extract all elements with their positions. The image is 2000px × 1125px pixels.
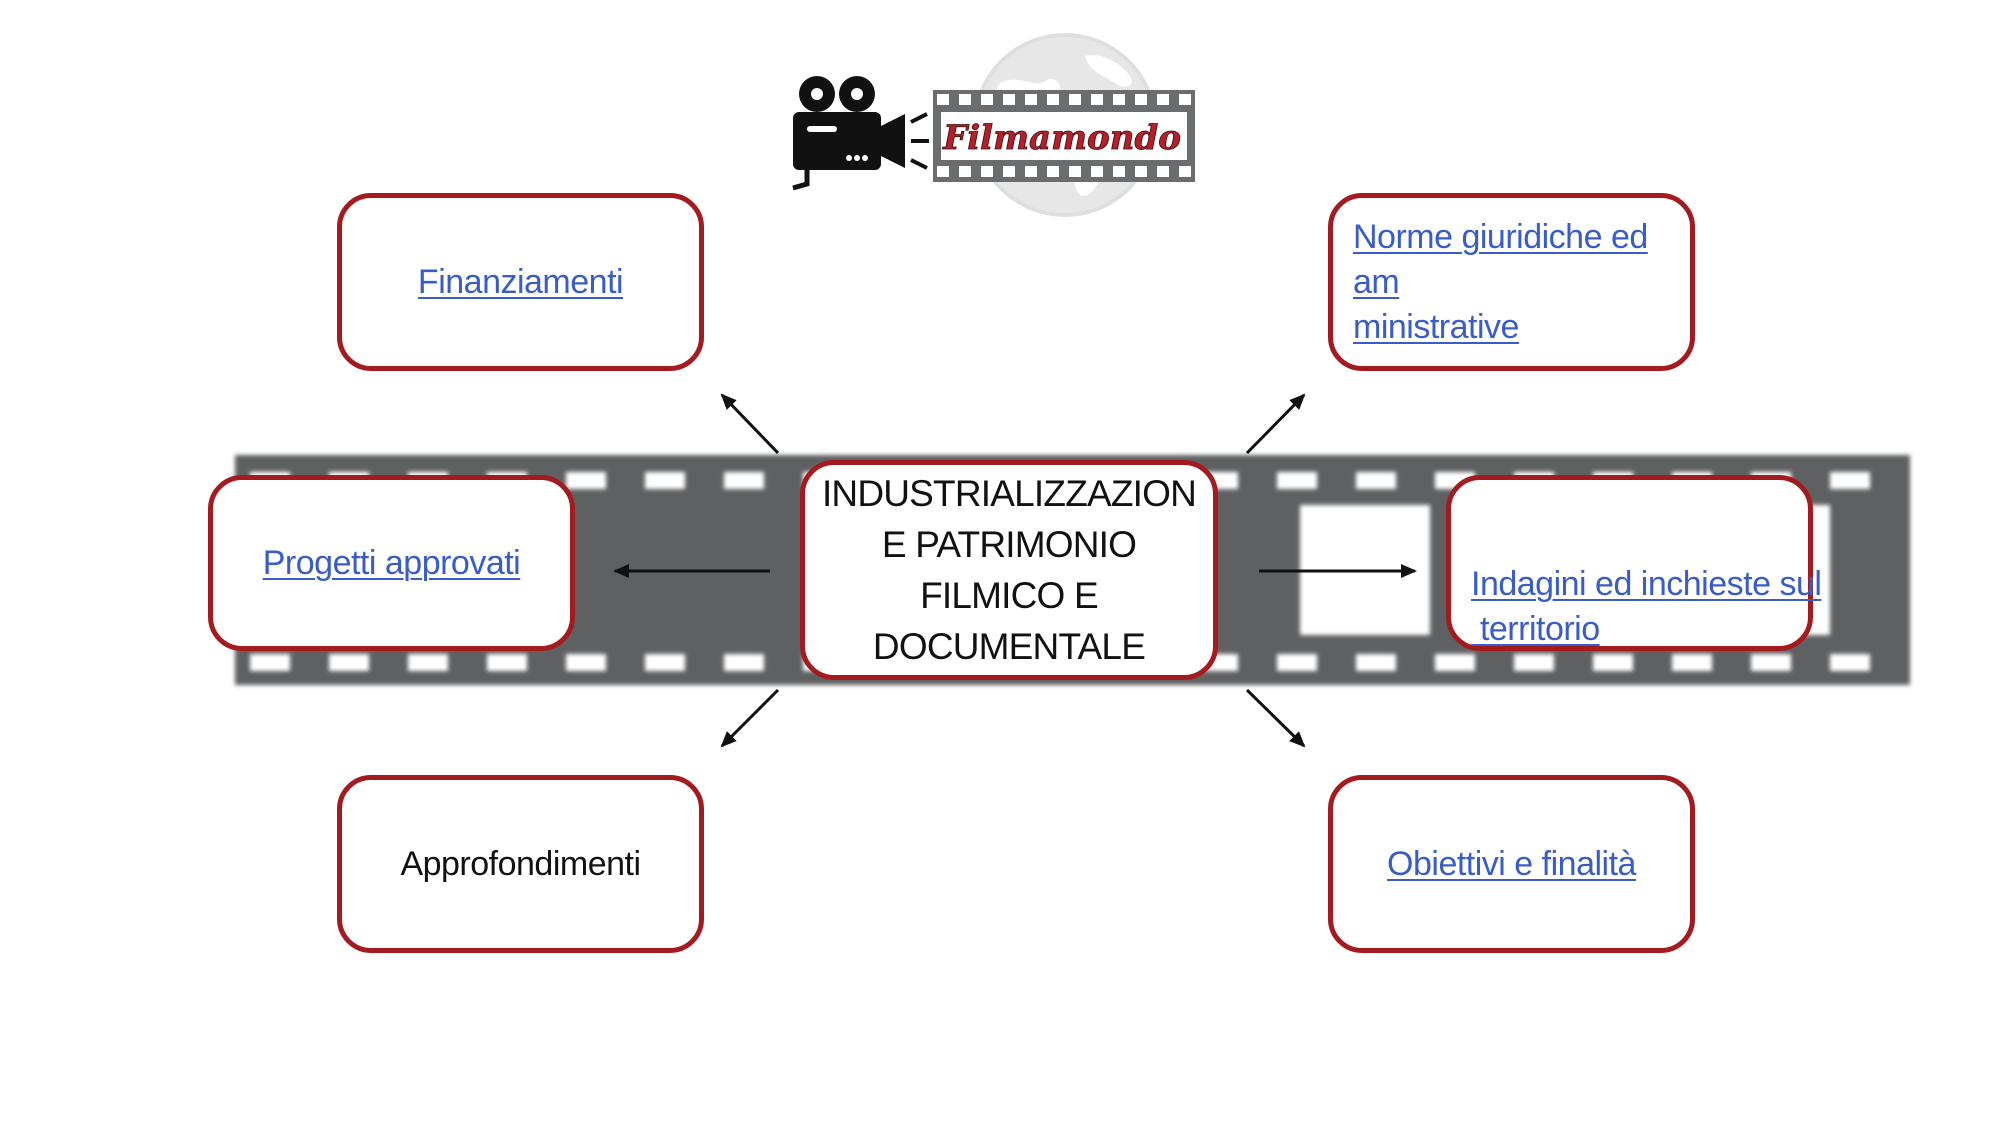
sprocket-hole [724, 654, 764, 671]
norme-line-1[interactable]: Norme giuridiche ed am [1353, 217, 1648, 301]
logo-sprocket-hole [1113, 166, 1125, 177]
logo-sprocket-hole [1003, 166, 1015, 177]
sprocket-hole [487, 654, 527, 671]
filmamondo-logo: Filmamondo [792, 33, 1195, 217]
obiettivi-finalita-link[interactable]: Obiettivi e finalità [1387, 844, 1636, 883]
logo-sprocket-hole [1135, 166, 1147, 177]
sprocket-hole [1751, 654, 1791, 671]
sprocket-hole [1830, 472, 1870, 489]
logo-sprocket-hole [1003, 94, 1015, 105]
arrow-to-finanziamenti [720, 393, 780, 455]
logo-sprocket-hole [937, 94, 949, 105]
arrow-to-approfondimenti [720, 688, 780, 748]
logo-sprocket-hole [981, 94, 993, 105]
sprocket-hole [1672, 654, 1712, 671]
sprocket-hole [250, 654, 290, 671]
indagini-inchieste-box: Indagini ed inchieste sul territorio [1446, 475, 1822, 652]
sprocket-hole [566, 472, 606, 489]
logo-sprocket-hole [1113, 94, 1125, 105]
logo-sprocket-hole [959, 94, 971, 105]
logo-wordmark: Filmamondo [942, 118, 1181, 158]
sprocket-hole [1277, 654, 1317, 671]
sprocket-hole [1356, 654, 1396, 671]
indagini-inchieste-link[interactable]: Indagini ed inchieste sul territorio [1471, 562, 1822, 652]
logo-sprocket-hole [1025, 94, 1037, 105]
movie-camera-icon [792, 76, 929, 191]
finanziamenti-link[interactable]: Finanziamenti [417, 262, 624, 301]
arrow-to-obiettivi [1245, 688, 1306, 748]
indagini-line-2[interactable]: territorio [1471, 610, 1600, 648]
central-topic-line: DOCUMENTALE [872, 626, 1146, 667]
central-topic-line: E PATRIMONIO [881, 524, 1137, 565]
approfondimenti-box: Approfondimenti [337, 775, 704, 953]
norme-giuridiche-link[interactable]: Norme giuridiche ed am ministrative [1353, 215, 1676, 350]
logo-sprocket-hole [1091, 166, 1103, 177]
central-topic-label: INDUSTRIALIZZAZION E PATRIMONIO FILMICO … [821, 468, 1197, 672]
sprocket-hole [1435, 654, 1475, 671]
logo-sprocket-hole [1091, 94, 1103, 105]
logo-sprocket-hole [1179, 166, 1191, 177]
central-topic-line: INDUSTRIALIZZAZION [821, 473, 1197, 514]
logo-sprocket-hole [1047, 94, 1059, 105]
logo-sprocket-hole [959, 166, 971, 177]
logo-sprocket-hole [1179, 94, 1191, 105]
norme-giuridiche-box: Norme giuridiche ed am ministrative [1328, 193, 1695, 371]
sprocket-hole [724, 472, 764, 489]
logo-sprocket-hole [1069, 166, 1081, 177]
sprocket-hole [1593, 654, 1633, 671]
sprocket-hole [645, 472, 685, 489]
indagini-line-1[interactable]: Indagini ed inchieste sul [1471, 565, 1822, 603]
finanziamenti-box: Finanziamenti [337, 193, 704, 371]
norme-line-2[interactable]: ministrative [1353, 307, 1519, 346]
film-strip-icon [933, 90, 1195, 182]
arrow-to-norme [1245, 393, 1306, 455]
sprocket-hole [329, 654, 369, 671]
logo-sprocket-hole [1157, 166, 1169, 177]
sprocket-hole [1830, 654, 1870, 671]
approfondimenti-label: Approfondimenti [400, 844, 641, 883]
central-topic-box: INDUSTRIALIZZAZION E PATRIMONIO FILMICO … [800, 460, 1218, 680]
sprocket-hole [645, 654, 685, 671]
progetti-approvati-box: Progetti approvati [208, 475, 575, 651]
logo-sprocket-hole [1157, 94, 1169, 105]
central-topic-line: FILMICO E [920, 575, 1099, 616]
logo-sprocket-hole [937, 166, 949, 177]
logo-sprocket-hole [1025, 166, 1037, 177]
sprocket-hole [1514, 654, 1554, 671]
logo-sprocket-hole [1135, 94, 1147, 105]
progetti-approvati-link[interactable]: Progetti approvati [262, 543, 521, 582]
logo-sprocket-hole [981, 166, 993, 177]
logo-sprocket-hole [1047, 166, 1059, 177]
sprocket-hole [408, 654, 448, 671]
obiettivi-finalita-box: Obiettivi e finalità [1328, 775, 1695, 953]
sprocket-hole [566, 654, 606, 671]
sprocket-hole [1277, 472, 1317, 489]
logo-sprocket-hole [1069, 94, 1081, 105]
sprocket-hole [1356, 472, 1396, 489]
